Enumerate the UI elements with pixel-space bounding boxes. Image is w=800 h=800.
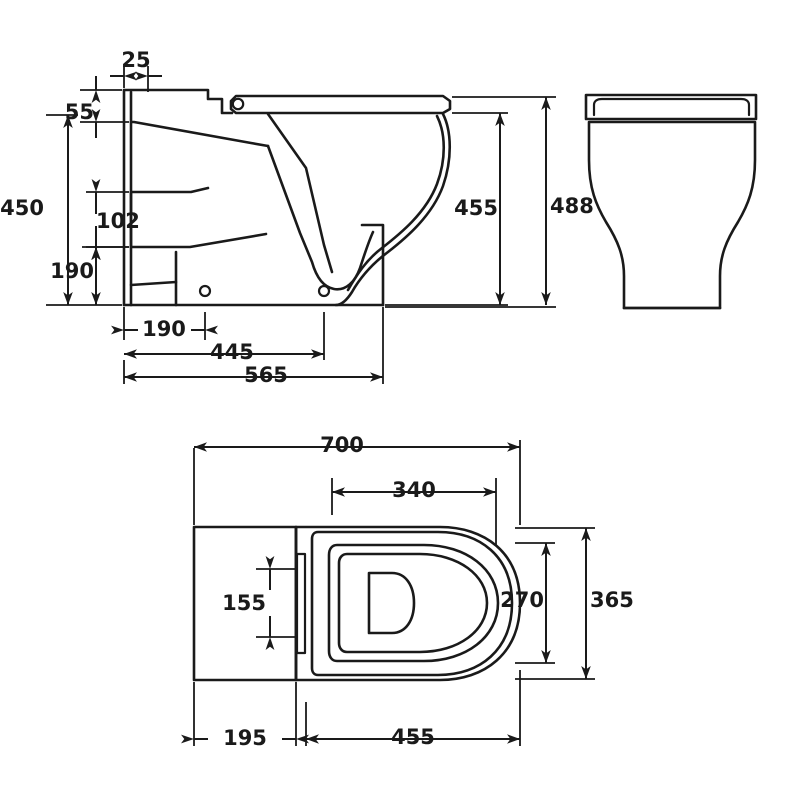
side-pan-body bbox=[266, 112, 334, 274]
dimension-565-label: 565 bbox=[244, 363, 288, 387]
side-rim-ledge bbox=[129, 120, 270, 148]
side-pan-front-curve bbox=[334, 112, 451, 307]
front-elevation-view bbox=[584, 93, 758, 310]
side-body-top-profile bbox=[122, 88, 234, 115]
dimension-700-label: 700 bbox=[320, 433, 364, 457]
dimension-25-label: 25 bbox=[121, 48, 150, 72]
dimension-55: 55 bbox=[65, 76, 129, 138]
side-fixing-hole-rear bbox=[317, 284, 331, 298]
side-fixing-hole-front bbox=[198, 284, 212, 298]
side-elevation-view: 25 55 450 bbox=[0, 48, 594, 387]
dimension-102-label: 102 bbox=[96, 209, 140, 233]
dimension-270-label: 270 bbox=[500, 588, 544, 612]
side-inlet-box-top bbox=[129, 186, 210, 194]
side-pan-front-curve-inner bbox=[346, 114, 445, 292]
dimension-270: 270 bbox=[500, 542, 555, 664]
dimension-340-label: 340 bbox=[392, 478, 436, 502]
dimension-445-label: 445 bbox=[210, 340, 254, 364]
dimension-700: 700 bbox=[193, 433, 521, 525]
plan-pan-outline bbox=[294, 525, 522, 682]
dimension-455-label: 455 bbox=[454, 196, 498, 220]
side-seat-lid bbox=[229, 94, 452, 115]
plan-center-d-detail bbox=[367, 571, 416, 635]
dimension-155: 155 bbox=[222, 556, 298, 650]
dimension-195-label: 195 bbox=[223, 726, 267, 750]
dimension-488-label: 488 bbox=[550, 194, 594, 218]
dimension-445: 445 bbox=[124, 312, 325, 364]
front-seat-lid-inner bbox=[592, 97, 751, 117]
dimension-455-horizontal: 455 bbox=[305, 670, 521, 749]
dimension-190-vertical-label: 190 bbox=[50, 259, 94, 283]
side-bowl-trap bbox=[266, 144, 375, 291]
dimension-195: 195 bbox=[181, 682, 309, 750]
side-skirt-taper bbox=[129, 280, 178, 287]
dimension-565: 565 bbox=[123, 307, 384, 387]
dimension-488: 488 bbox=[385, 96, 594, 308]
dimension-155-label: 155 bbox=[222, 591, 266, 615]
dimension-190-vertical: 190 bbox=[50, 246, 129, 305]
plan-seat-hinge-bar bbox=[295, 552, 307, 655]
dimension-365-label: 365 bbox=[590, 588, 634, 612]
plan-view: 700 340 155 bbox=[181, 433, 634, 750]
plan-bowl-opening-outer bbox=[327, 543, 500, 663]
plan-bowl-opening-inner bbox=[337, 552, 489, 654]
front-pan-body bbox=[587, 120, 757, 310]
side-right-edge bbox=[360, 223, 385, 307]
plan-seat-outer-oval bbox=[310, 530, 514, 677]
dimension-455: 455 bbox=[385, 112, 508, 306]
dimension-190-horizontal: 190 bbox=[111, 307, 218, 341]
dimension-455-horizontal-label: 455 bbox=[391, 725, 435, 749]
front-seat-lid bbox=[584, 93, 758, 121]
dimension-450: 450 bbox=[0, 114, 122, 306]
dimension-102: 102 bbox=[86, 179, 140, 260]
dimension-365: 365 bbox=[515, 527, 634, 680]
dimension-340: 340 bbox=[331, 478, 497, 545]
dimension-450-label: 450 bbox=[0, 196, 44, 220]
side-inlet-box-bottom bbox=[129, 232, 268, 249]
dimension-190-horizontal-label: 190 bbox=[142, 317, 186, 341]
dimension-25: 25 bbox=[110, 48, 162, 92]
